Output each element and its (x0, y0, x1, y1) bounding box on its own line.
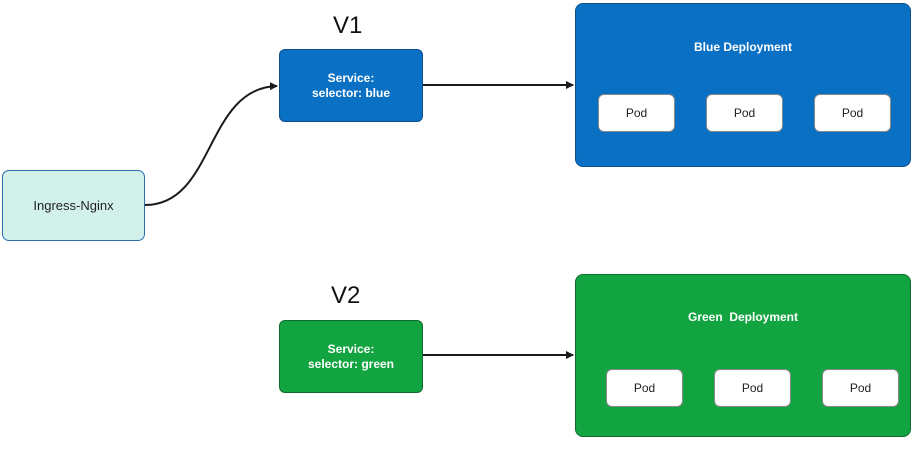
version-label-v1: V1 (333, 12, 363, 39)
ingress-to-service-blue-arrow (144, 82, 278, 206)
service-blue-line2: selector: blue (311, 85, 391, 100)
blue-pod-1: Pod (598, 94, 675, 132)
green-pod-1: Pod (606, 369, 683, 407)
ingress-nginx-node: Ingress-Nginx (2, 170, 145, 241)
service-green-line2: selector: green (307, 356, 395, 371)
service-blue-node: Service: selector: blue (279, 49, 423, 122)
blue-deployment-node: Blue Deployment Pod Pod Pod (575, 3, 911, 167)
ingress-nginx-label: Ingress-Nginx (33, 198, 114, 213)
blue-pod-3: Pod (814, 94, 891, 132)
blue-deployment-title: Blue Deployment (693, 40, 792, 54)
green-deployment-node: Green Deployment Pod Pod Pod (575, 274, 911, 437)
green-pod-3: Pod (822, 369, 899, 407)
version-label-v2: V2 (331, 282, 361, 309)
service-green-node: Service: selector: green (279, 320, 423, 393)
green-deployment-title: Green Deployment (687, 310, 799, 324)
blue-pod-2: Pod (706, 94, 783, 132)
service-green-line1: Service: (327, 341, 375, 356)
service-blue-line1: Service: (327, 70, 375, 85)
green-pod-2: Pod (714, 369, 791, 407)
